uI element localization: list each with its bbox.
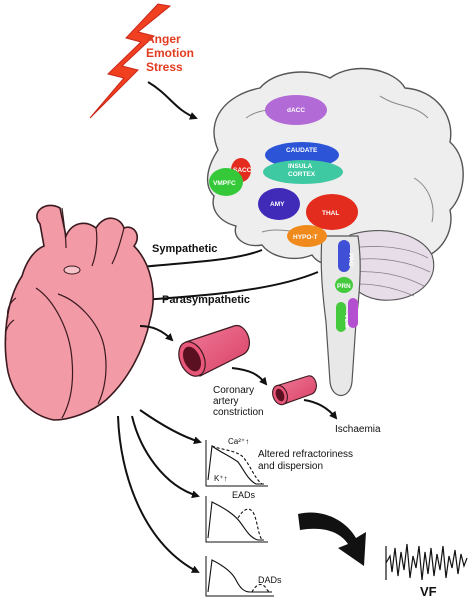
action-potential-eads [205, 496, 268, 543]
heart-to-vessel-arrow [139, 325, 174, 342]
trigger-emotion: Emotion [146, 46, 194, 60]
trigger-anger: Anger [146, 32, 181, 46]
region-nts-label: NTS [356, 310, 363, 324]
region-insula-label-1: INSULA [288, 163, 313, 170]
dads-label: DADs [258, 575, 282, 585]
coronary-label-2: artery [213, 396, 239, 407]
region-dacc-label: dACC [287, 107, 305, 114]
vf-arrow [298, 512, 366, 566]
calcium-label: Ca²⁺↑ [228, 437, 249, 446]
coronary-label-3: constriction [213, 407, 264, 418]
region-vmpfc-label: VMPFC [213, 180, 236, 187]
region-amy-label: AMY [270, 201, 285, 208]
eads-label: EADs [232, 490, 256, 500]
ischaemia-arrow [303, 399, 338, 420]
region-pag-label: PAG [347, 253, 354, 267]
region-thal-label: THAL [322, 210, 339, 217]
heart-illustration [4, 204, 154, 421]
region-prn [335, 277, 353, 293]
ischaemia-label: Ischaemia [335, 424, 381, 435]
heart-to-refractory-arrow [139, 409, 202, 445]
vessel-constriction-arrow [231, 367, 268, 386]
refractory-label-2: and dispersion [258, 461, 323, 472]
region-vmpfc [209, 168, 243, 196]
refractory-label-1: Altered refractoriness [258, 449, 353, 460]
region-hypo [287, 225, 327, 247]
region-vlm-label: VLM [343, 314, 350, 328]
region-thal [306, 194, 358, 230]
region-vlm [336, 302, 346, 332]
region-hypo-label: HYPO-T [293, 234, 318, 241]
region-amy [258, 188, 300, 220]
lightning-icon [89, 3, 172, 119]
coronary-vessel-large [178, 325, 250, 377]
region-dacc [265, 95, 327, 125]
region-nts [348, 298, 358, 328]
coronary-vessel-small [272, 375, 317, 406]
parasympathetic-label: Parasympathetic [162, 294, 250, 306]
coronary-label-1: Coronary [213, 385, 254, 396]
action-potential-refractory [205, 440, 268, 487]
region-pag [338, 240, 350, 272]
region-sacc-label: SACC [233, 167, 252, 174]
sympathetic-label: Sympathetic [152, 243, 217, 255]
region-prn-label: PRN [337, 283, 351, 290]
potassium-label: K⁺↑ [214, 474, 228, 483]
action-potential-dads [205, 556, 274, 597]
region-insula-label-2: CORTEX [288, 171, 316, 178]
trigger-arrow [147, 81, 198, 120]
trigger-stress: Stress [146, 60, 183, 74]
heart-to-dads-arrow [117, 415, 200, 573]
region-insula [263, 160, 343, 184]
region-caudate-label: CAUDATE [286, 147, 318, 154]
vf-label: VF [420, 584, 437, 597]
heart-to-eads-arrow [131, 415, 200, 499]
vf-trace [385, 543, 468, 581]
